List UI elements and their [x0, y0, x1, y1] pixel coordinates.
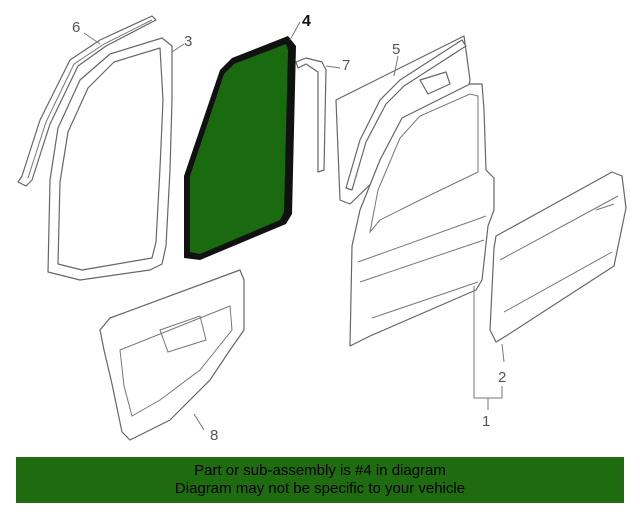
part-7-clip-strip[interactable]	[295, 57, 327, 173]
leader-6	[83, 32, 101, 45]
callout-8[interactable]: 8	[210, 427, 218, 444]
callout-5[interactable]: 5	[392, 41, 400, 58]
leader-3	[171, 43, 185, 53]
callout-4[interactable]: 4	[302, 13, 311, 30]
callout-6[interactable]: 6	[72, 19, 80, 36]
callout-1[interactable]: 1	[482, 413, 490, 430]
part-6-seal-strip[interactable]	[17, 15, 157, 187]
leader-7	[325, 65, 341, 69]
part-1-door-shell[interactable]	[349, 83, 495, 347]
parts-diagram: 6 3 4 7 5 8 2 1	[17, 13, 627, 444]
leader-8	[193, 413, 205, 431]
leader-4	[289, 21, 301, 41]
part-2-door-skin[interactable]	[489, 171, 627, 343]
part-8-inner-frame[interactable]	[99, 269, 245, 441]
part-4-door-seal-highlighted[interactable]	[184, 36, 296, 260]
info-banner: Part or sub-assembly is #4 in diagram Di…	[16, 457, 624, 503]
part-3-door-opening-seal[interactable]	[47, 37, 173, 281]
leader-5	[393, 55, 399, 77]
callout-2[interactable]: 2	[498, 369, 506, 386]
banner-line-1: Part or sub-assembly is #4 in diagram	[194, 462, 446, 479]
leader-2	[501, 343, 505, 363]
callout-3[interactable]: 3	[184, 33, 192, 50]
callout-7[interactable]: 7	[342, 57, 350, 74]
banner-line-2: Diagram may not be specific to your vehi…	[174, 480, 466, 497]
part-4-fill	[190, 44, 288, 254]
